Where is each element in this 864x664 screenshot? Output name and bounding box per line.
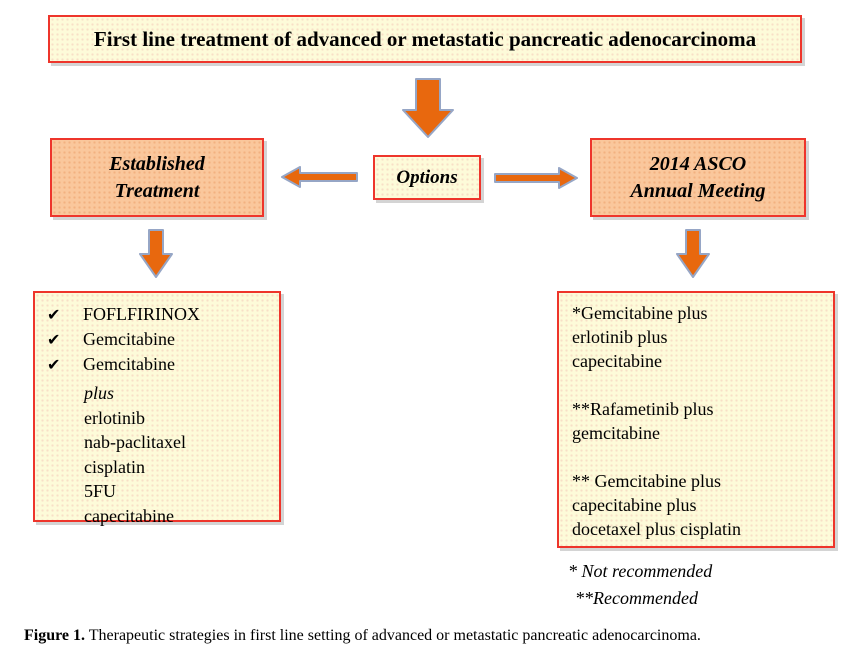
down-block-arrow-right-icon (676, 229, 710, 278)
drug-name: nab-paclitaxel (84, 432, 186, 452)
asco-meeting-line1: 2014 ASCO (649, 153, 747, 175)
down-block-arrow-icon (402, 78, 454, 138)
drug-name: Gemcitabine (83, 354, 175, 374)
right-block-arrow-icon (494, 167, 578, 189)
asco-meeting-line2: Annual Meeting (630, 180, 766, 202)
established-treatment-box: Established Treatment (50, 138, 264, 217)
options-text: Options (396, 166, 458, 188)
asco-meeting-box: 2014 ASCO Annual Meeting (590, 138, 806, 217)
regimen-line: gemcitabine (572, 423, 660, 443)
left-block-arrow-icon (281, 166, 358, 188)
regimen-group: *Gemcitabine plus erlotinib plus capecit… (572, 301, 825, 373)
list-item: ✔ FOFLFIRINOX (47, 302, 273, 327)
asco-regimens-list: *Gemcitabine plus erlotinib plus capecit… (557, 291, 835, 548)
footnote-recommended: **Recommended (575, 588, 698, 608)
list-item: ✔ Gemcitabine (47, 352, 273, 377)
figure-caption: Figure 1. Therapeutic strategies in firs… (24, 627, 852, 645)
figure-caption-label: Figure 1. (24, 627, 86, 644)
plus-label: plus (84, 383, 115, 403)
options-box: Options (373, 155, 481, 200)
regimen-group: ** Gemcitabine plus capecitabine plus do… (572, 469, 825, 541)
drug-name: cisplatin (84, 456, 145, 477)
check-icon: ✔ (47, 355, 61, 374)
regimen-line: *Gemcitabine plus (572, 303, 708, 323)
list-item: ✔ Gemcitabine (47, 327, 273, 352)
established-treatment-line2: Treatment (114, 180, 200, 202)
check-icon: ✔ (47, 305, 61, 324)
regimen-line: erlotinib plus (572, 327, 668, 347)
established-treatment-line1: Established (109, 153, 205, 175)
drug-name: Gemcitabine (83, 329, 175, 349)
established-treatments-list: ✔ FOFLFIRINOX ✔ Gemcitabine ✔ Gemcitabin… (33, 291, 281, 526)
title-text: First line treatment of advanced or meta… (93, 26, 757, 51)
regimen-line: **Rafametinib plus (572, 399, 714, 419)
title-box: First line treatment of advanced or meta… (48, 15, 802, 63)
figure-caption-text: Therapeutic strategies in first line set… (85, 627, 701, 644)
footnotes: * Not recommended **Recommended (568, 558, 828, 612)
regimen-line: capecitabine (572, 351, 662, 371)
drug-name: capecitabine (84, 505, 174, 526)
drug-name: erlotinib (84, 407, 145, 428)
footnote-not-recommended: * Not recommended (568, 561, 713, 581)
regimen-line: ** Gemcitabine plus (572, 471, 721, 491)
drug-name: 5FU (84, 481, 117, 501)
drug-name: FOFLFIRINOX (83, 304, 201, 324)
regimen-group: **Rafametinib plus gemcitabine (572, 397, 825, 445)
regimen-line: docetaxel plus cisplatin (572, 519, 741, 539)
gemcitabine-combination-list: plus erlotinib nab-paclitaxel cisplatin … (84, 381, 273, 528)
down-block-arrow-left-icon (139, 229, 173, 278)
regimen-line: capecitabine plus (572, 495, 697, 515)
check-icon: ✔ (47, 330, 61, 349)
